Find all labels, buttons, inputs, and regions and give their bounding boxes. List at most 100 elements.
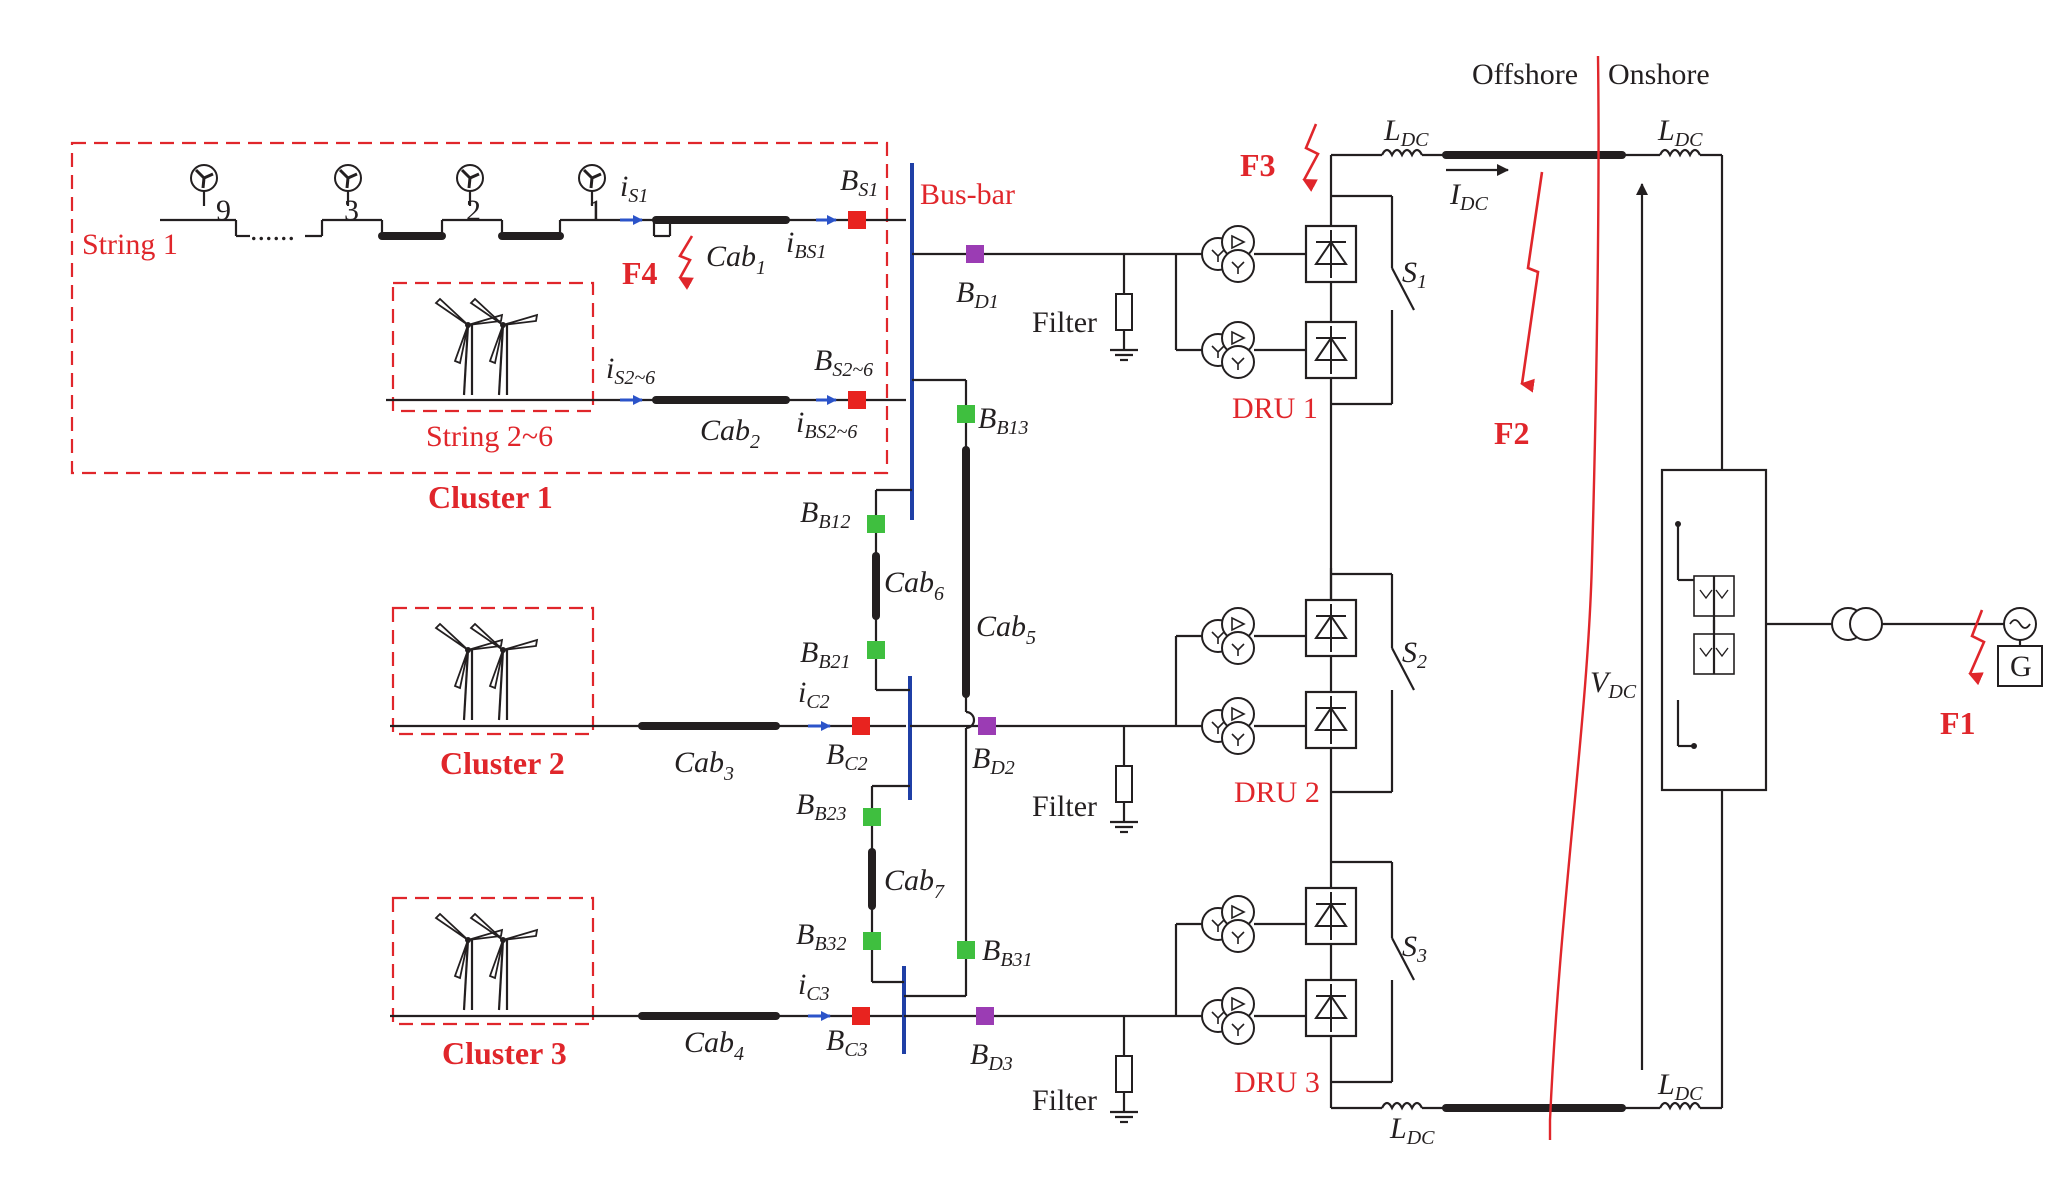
breaker-bs1 <box>848 211 866 229</box>
switch-s3-label: S3 <box>1402 930 1427 967</box>
string-1-feeder <box>160 216 906 240</box>
breaker-bb32 <box>863 932 881 950</box>
fault-f4-icon <box>678 235 694 290</box>
ldc-label: LDC <box>1389 1112 1435 1149</box>
switch-s1-label: S1 <box>1402 256 1427 293</box>
offshore-onshore-boundary <box>1548 55 1600 1140</box>
fault-f2-label: F2 <box>1494 415 1530 451</box>
bb32-label: BB32 <box>796 918 847 955</box>
string-node-2: 2 <box>466 194 481 227</box>
switch-s2-label: S2 <box>1402 636 1427 673</box>
turbine-icon <box>189 163 219 208</box>
cab2-label: Cab2 <box>700 414 760 453</box>
filter-2 <box>1108 724 1140 834</box>
breaker-bb21 <box>867 641 885 659</box>
wind-turbine-icon <box>469 912 539 1012</box>
bs1-label: BS1 <box>840 164 878 201</box>
cluster-1-label: Cluster 1 <box>428 479 553 515</box>
string-node-3: 3 <box>344 194 359 227</box>
breaker-bs26 <box>848 391 866 409</box>
dc-transmission <box>1331 148 1724 1112</box>
bb21-label: BB21 <box>800 636 851 673</box>
cluster-3-label: Cluster 3 <box>442 1035 567 1071</box>
bc3-label: BC3 <box>826 1024 868 1061</box>
fault-f4-label: F4 <box>622 255 658 291</box>
string-2-6-box <box>391 281 595 413</box>
dru-2 <box>1174 568 1415 862</box>
ibs26-label: iBS2~6 <box>796 406 857 443</box>
fault-f1-icon <box>1968 609 1986 686</box>
ic2-label: iC2 <box>798 676 830 713</box>
bs26-label: BS2~6 <box>814 344 873 381</box>
bd2-label: BD2 <box>972 742 1015 779</box>
wind-turbine-icon <box>434 912 504 1012</box>
breaker-bc2 <box>852 717 870 735</box>
cab1-label: Cab1 <box>706 240 766 279</box>
offshore-label: Offshore <box>1472 58 1578 91</box>
bb13-label: BB13 <box>978 402 1029 439</box>
breaker-bb31 <box>957 941 975 959</box>
breaker-bb23 <box>863 808 881 826</box>
fault-f3-label: F3 <box>1240 147 1276 183</box>
dru-3-label: DRU 3 <box>1234 1066 1320 1099</box>
fault-f3-icon <box>1302 123 1320 192</box>
string-dots: ...... <box>250 214 295 247</box>
cluster-2-label: Cluster 2 <box>440 745 565 781</box>
cluster-3-box <box>391 896 595 1026</box>
bb12-label: BB12 <box>800 496 851 533</box>
bd3-label: BD3 <box>970 1038 1013 1075</box>
idc-label: IDC <box>1449 178 1488 215</box>
is26-label: iS2~6 <box>606 352 655 389</box>
is1-label: iS1 <box>620 170 648 207</box>
string-2-6-label: String 2~6 <box>426 420 553 453</box>
onshore-grid <box>1831 607 2043 687</box>
filter-3-label: Filter <box>1032 1084 1097 1117</box>
filter-1-label: Filter <box>1032 306 1097 339</box>
breaker-bc3 <box>852 1007 870 1025</box>
breaker-bd2 <box>978 717 996 735</box>
ac-feeders-to-dru <box>904 252 1176 1018</box>
ldc-label: LDC <box>1657 1068 1703 1105</box>
bc2-label: BC2 <box>826 738 868 775</box>
filter-2-label: Filter <box>1032 790 1097 823</box>
ic3-label: iC3 <box>798 968 830 1005</box>
cluster-1-box <box>70 141 889 475</box>
generator-label: G <box>2010 650 2032 683</box>
dru-1 <box>1174 155 1415 620</box>
string-1-label: String 1 <box>82 228 178 261</box>
breaker-bb13 <box>957 405 975 423</box>
fault-f2-icon <box>1520 171 1544 393</box>
cluster-2-box <box>391 606 595 736</box>
bus-bar-label: Bus-bar <box>920 178 1015 211</box>
filter-3 <box>1108 1014 1140 1124</box>
string-node-1: 1 <box>588 194 603 227</box>
bb31-label: BB31 <box>982 934 1033 971</box>
breaker-bd1 <box>966 245 984 263</box>
cab3-label: Cab3 <box>674 746 734 785</box>
fault-f1-label: F1 <box>1940 705 1976 741</box>
cab6-label: Cab6 <box>884 566 944 605</box>
dru-2-label: DRU 2 <box>1234 776 1320 809</box>
dru-3 <box>1174 860 1415 1108</box>
wind-turbine-icon <box>469 297 539 397</box>
cab4-label: Cab4 <box>684 1026 744 1065</box>
breaker-bd3 <box>976 1007 994 1025</box>
onshore-label: Onshore <box>1608 58 1710 91</box>
cab7-label: Cab7 <box>884 864 945 903</box>
bd1-label: BD1 <box>956 276 999 313</box>
breaker-bb12 <box>867 515 885 533</box>
ldc-label: LDC <box>1383 114 1429 151</box>
string-node-9: 9 <box>216 194 231 227</box>
onshore-converter <box>1660 468 1832 792</box>
bb23-label: BB23 <box>796 788 847 825</box>
ibs1-label: iBS1 <box>786 226 827 263</box>
wind-turbine-icon <box>434 622 504 722</box>
vdc-label: VDC <box>1590 666 1637 703</box>
cab5-label: Cab5 <box>976 610 1036 649</box>
filter-1 <box>1108 252 1140 362</box>
dru-1-label: DRU 1 <box>1232 392 1318 425</box>
wind-turbine-icon <box>434 297 504 397</box>
wind-turbine-icon <box>469 622 539 722</box>
